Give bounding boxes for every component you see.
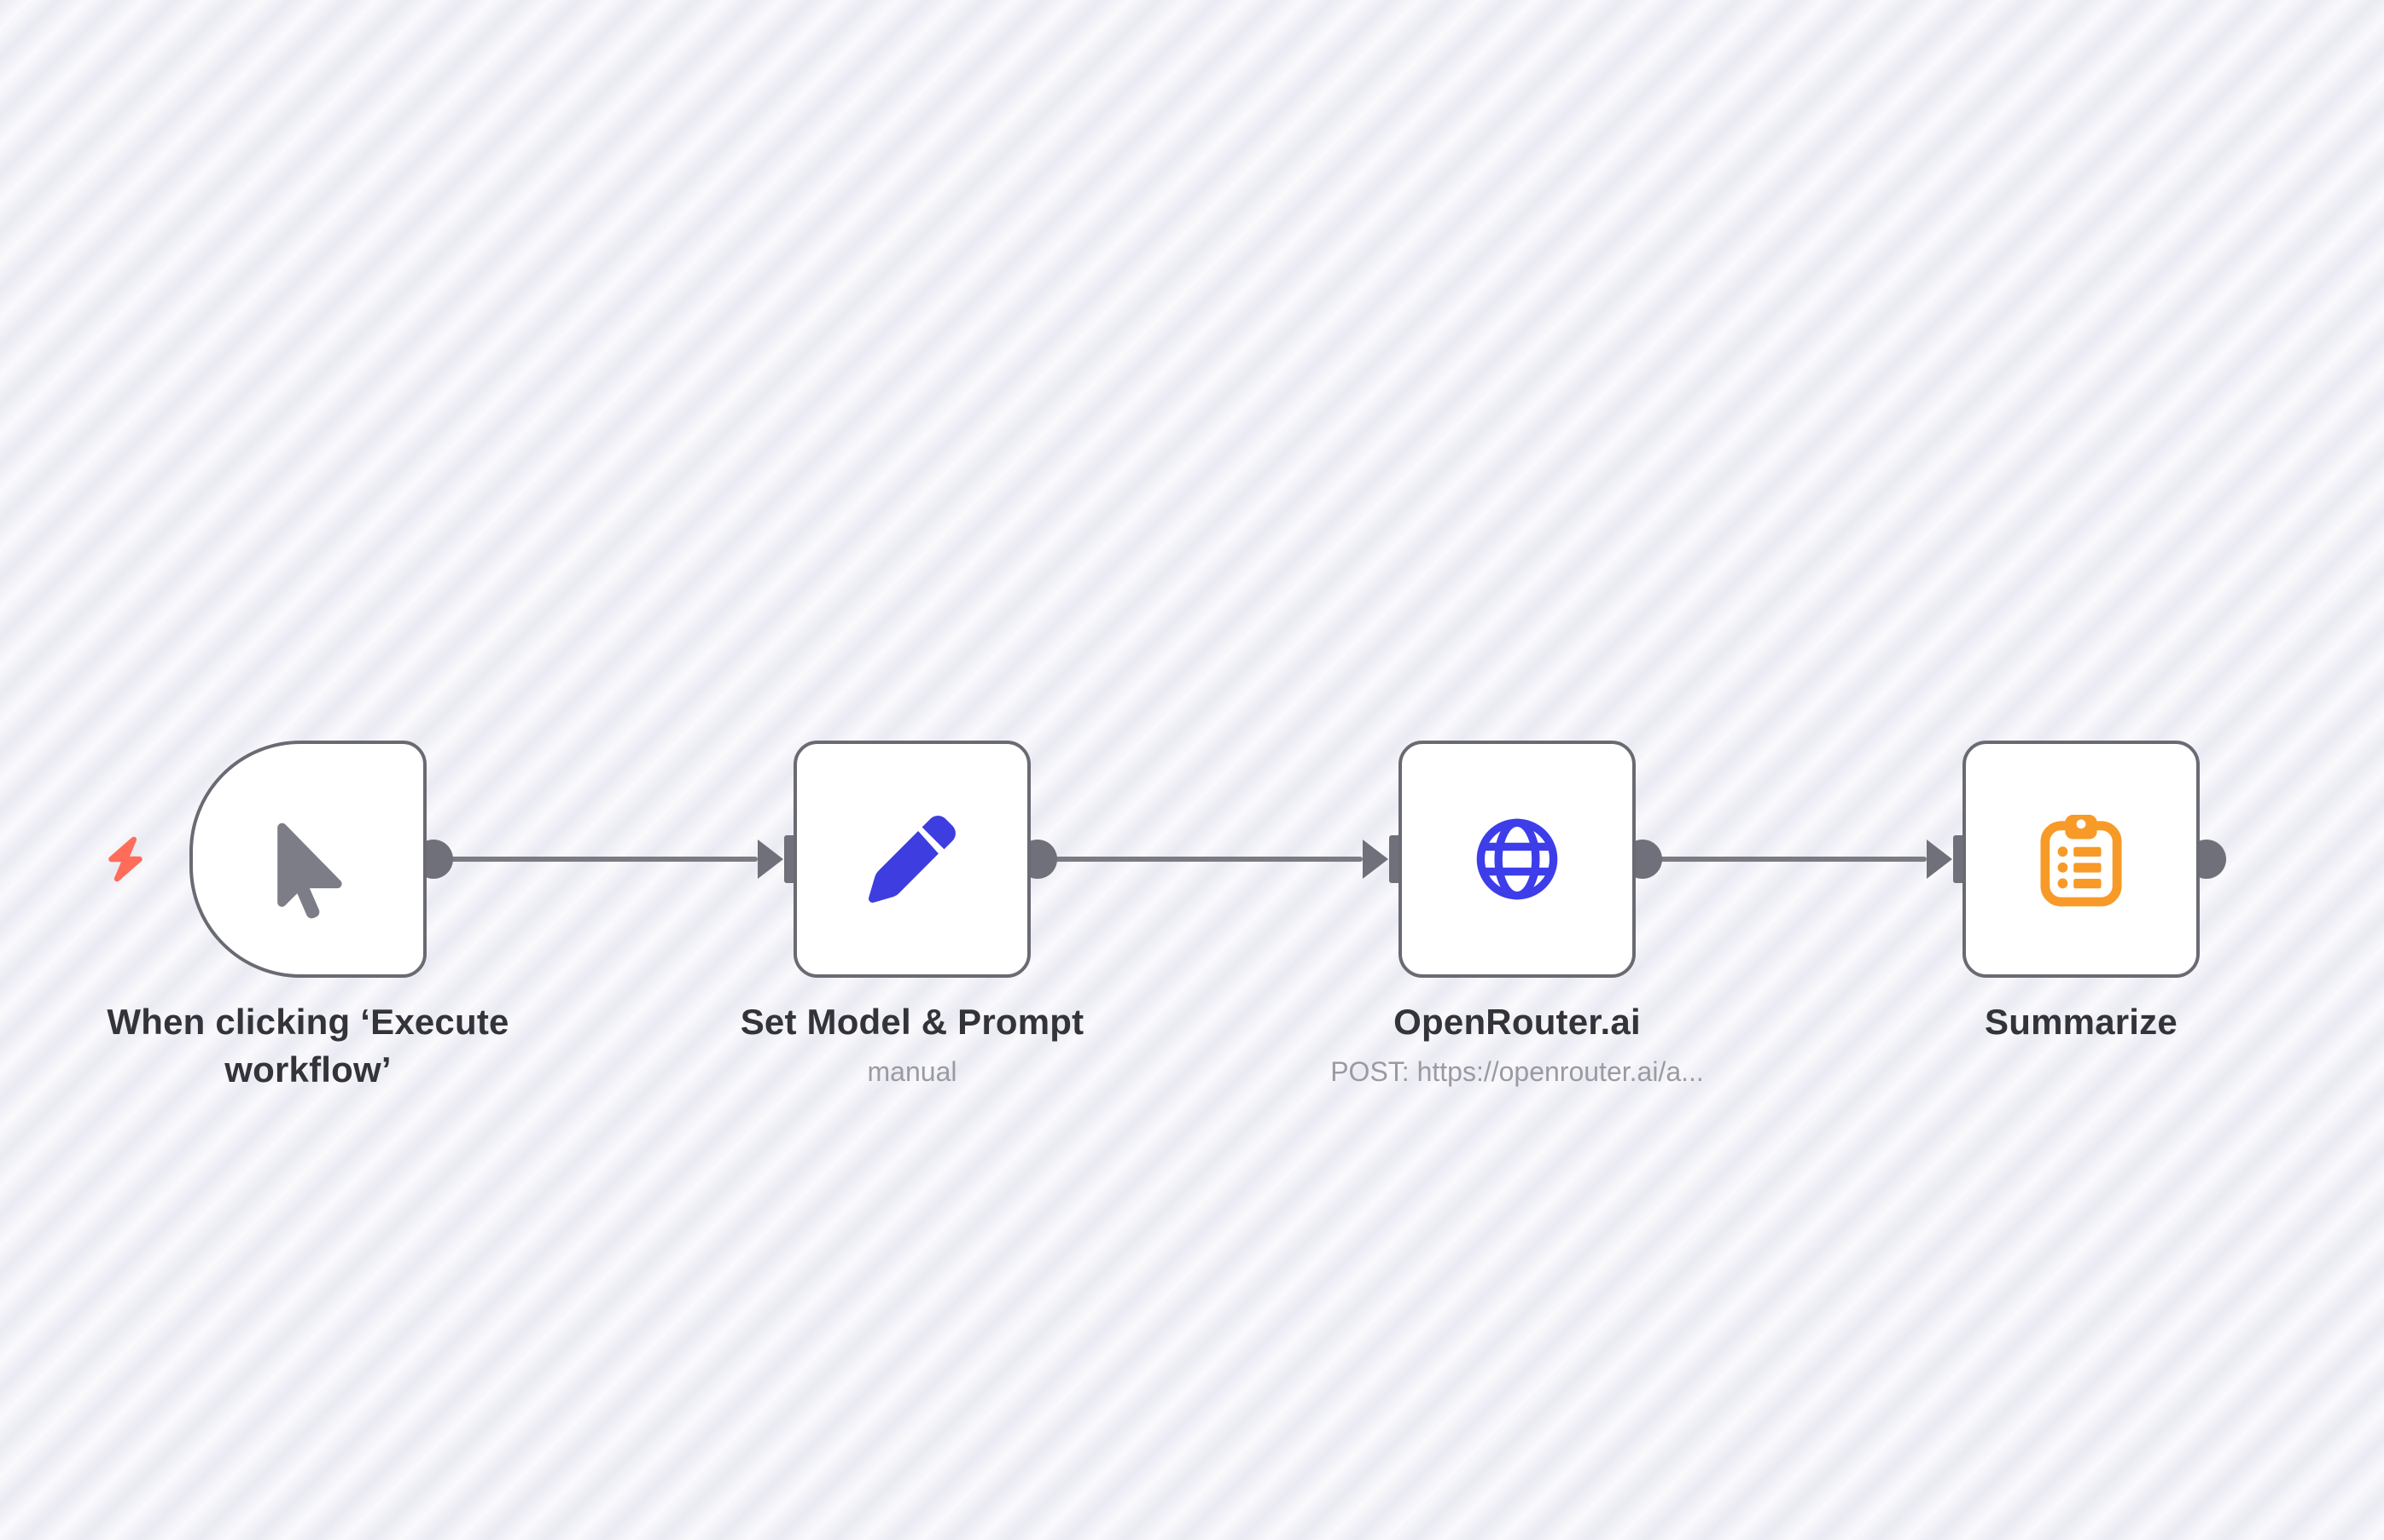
node-summarize[interactable] (1962, 741, 2200, 978)
pencil-icon (869, 816, 956, 903)
trigger-bolt-icon (106, 836, 145, 882)
node-title: OpenRouter.ai (1393, 1002, 1641, 1042)
connection-line[interactable] (1643, 857, 1927, 862)
mouse-pointer-icon (277, 816, 342, 920)
node-subtitle: manual (867, 1056, 957, 1087)
node-title: Summarize (1985, 1002, 2178, 1042)
node-title: When clicking ‘Execute workflow’ (107, 1002, 509, 1090)
node-subtitle: POST: https://openrouter.ai/a... (1330, 1056, 1704, 1087)
input-arrow-icon (1927, 840, 1952, 879)
node-openrouter[interactable] (1398, 741, 1636, 978)
input-arrow-icon (1363, 840, 1388, 879)
clipboard-list-icon (2039, 811, 2123, 907)
node-set-model-prompt[interactable] (794, 741, 1031, 978)
node-label: Summarize (1774, 998, 2384, 1053)
node-label: When clicking ‘Execute workflow’ (44, 998, 573, 1101)
connection-line[interactable] (433, 857, 758, 862)
node-label: Set Model & Prompt manual (605, 998, 1219, 1090)
node-label: OpenRouter.ai POST: https://openrouter.a… (1210, 998, 1824, 1090)
node-title: Set Model & Prompt (740, 1002, 1084, 1042)
input-arrow-icon (758, 840, 783, 879)
node-manual-trigger[interactable] (189, 741, 427, 978)
connection-line[interactable] (1038, 857, 1363, 862)
globe-icon (1473, 815, 1561, 904)
